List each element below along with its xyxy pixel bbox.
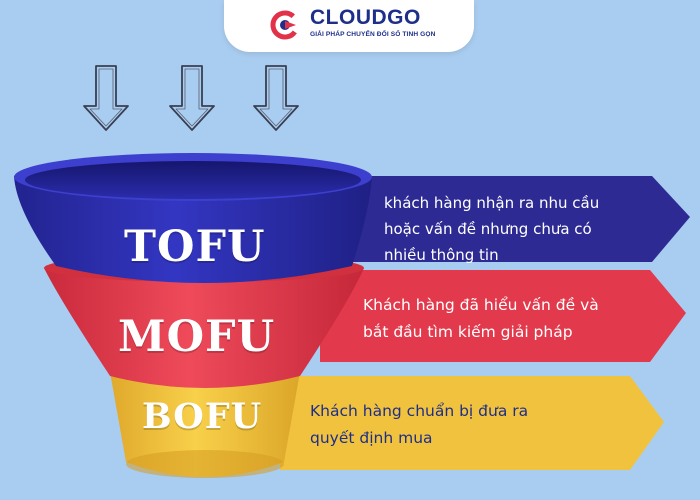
- bofu-description-line: Khách hàng chuẩn bị đưa ra: [310, 402, 529, 420]
- tofu-arrow-banner: [330, 176, 690, 262]
- mofu-description: Khách hàng đã hiểu vấn đề và bắt đầu tìm…: [363, 292, 599, 346]
- bofu-label: BOFU: [142, 396, 263, 437]
- mofu-label: MOFU: [118, 312, 276, 362]
- brand-name: CLOUDGO: [310, 6, 421, 29]
- brand-tagline: GIẢI PHÁP CHUYỂN ĐỔI SỐ TINH GỌN: [310, 31, 436, 38]
- bofu-description: Khách hàng chuẩn bị đưa ra quyết định mu…: [310, 398, 528, 452]
- tofu-funnel-section: [14, 176, 372, 283]
- bofu-description-line: quyết định mua: [310, 429, 433, 447]
- tofu-description-line: khách hàng nhận ra nhu cầu: [384, 194, 600, 212]
- cloudgo-logo-icon: [270, 10, 300, 40]
- down-arrow-icon: [83, 65, 129, 131]
- tofu-label: TOFU: [124, 222, 266, 272]
- mofu-funnel-section: [44, 268, 364, 388]
- tofu-description-line: hoặc vấn đề nhưng chưa có: [384, 220, 592, 238]
- bofu-arrow-banner: [280, 376, 664, 470]
- mofu-description-line: bắt đầu tìm kiếm giải pháp: [363, 323, 573, 341]
- down-arrow-icon: [253, 65, 299, 131]
- tofu-description-line: nhiều thông tin: [384, 246, 499, 264]
- bofu-funnel-section: [110, 372, 300, 477]
- brand-logo-tab: CLOUDGO GIẢI PHÁP CHUYỂN ĐỔI SỐ TINH GỌN: [224, 0, 474, 52]
- down-arrow-icon: [169, 65, 215, 131]
- tofu-description: khách hàng nhận ra nhu cầu hoặc vấn đề n…: [384, 190, 599, 268]
- mofu-arrow-banner: [320, 270, 686, 362]
- mofu-description-line: Khách hàng đã hiểu vấn đề và: [363, 296, 599, 314]
